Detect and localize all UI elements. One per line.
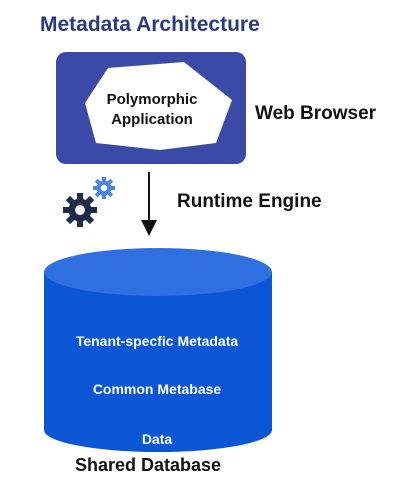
db-layer-data-label: Data	[142, 431, 173, 447]
web-browser-label: Web Browser	[255, 103, 377, 124]
runtime-engine-label: Runtime Engine	[177, 191, 322, 212]
gear-dark-icon	[63, 193, 97, 227]
db-segment-tenant	[44, 272, 272, 371]
db-top-cap	[44, 248, 272, 296]
gear-light-icon	[93, 177, 115, 199]
runtime-arrow-head	[141, 220, 157, 236]
application-label-line2: Application	[111, 111, 193, 128]
shared-database-cylinder	[44, 248, 272, 452]
shared-database-label: Shared Database	[75, 455, 222, 475]
db-layer-tenant-label: Tenant-specfic Metadata	[76, 333, 239, 349]
application-label-line1: Polymorphic	[107, 91, 198, 108]
polymorphic-application-shape	[85, 62, 232, 150]
db-layer-common-label: Common Metabase	[93, 381, 222, 397]
diagram-title: Metadata Architecture	[40, 13, 260, 36]
